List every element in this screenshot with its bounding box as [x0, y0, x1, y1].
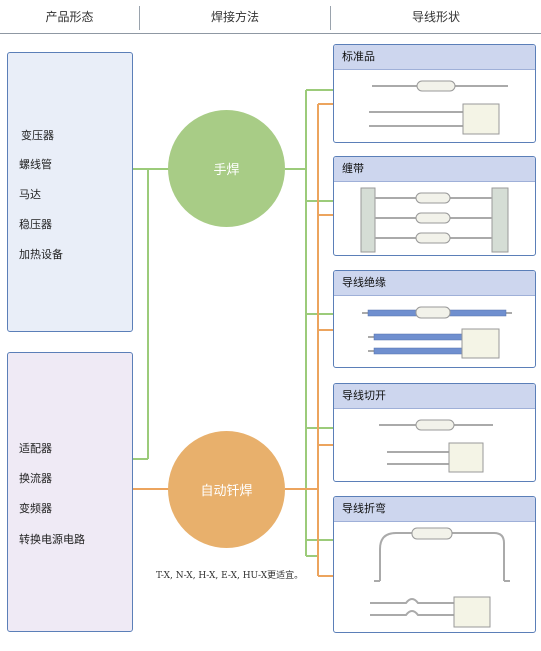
suitability-note: T-X, N-X, H-X, E-X, HU-X更适宜。 — [156, 571, 304, 581]
fuse-illustration — [379, 419, 493, 473]
product-group-box: 适配器 换流器 变频器 转换电源电路 — [7, 352, 133, 632]
fuse-illustration — [362, 306, 512, 359]
wire-shape-title: 导线切开 — [334, 384, 535, 409]
fuse-illustration — [369, 80, 508, 135]
auto-soldering-circle: 自动钎焊 — [168, 431, 285, 548]
header-wire-shape: 导线形状 — [411, 10, 460, 24]
product-item: 适配器 — [19, 442, 52, 455]
header-rule — [0, 33, 541, 34]
fuse-illustration — [360, 187, 509, 253]
header-divider — [330, 6, 331, 30]
product-item: 马达 — [19, 188, 41, 201]
product-item: 变频器 — [19, 502, 52, 515]
header-product-form: 产品形态 — [45, 10, 94, 24]
wire-shape-title: 标准品 — [334, 45, 535, 70]
product-item: 稳压器 — [19, 218, 52, 231]
product-item: 加热设备 — [19, 248, 63, 261]
fuse-illustration — [370, 527, 510, 628]
header-welding-method: 焊接方法 — [210, 10, 259, 24]
product-item: 转换电源电路 — [19, 533, 85, 546]
header-divider — [139, 6, 140, 30]
hand-soldering-circle: 手焊 — [168, 110, 285, 227]
wire-shape-box-bent: 导线折弯 — [333, 496, 536, 633]
product-item: 换流器 — [19, 472, 52, 485]
wire-shape-box-insulated: 导线绝缘 — [333, 270, 536, 368]
product-item: 变压器 — [21, 129, 54, 142]
wire-shape-box-standard: 标准品 — [333, 44, 536, 143]
wire-shape-box-cut: 导线切开 — [333, 383, 536, 482]
wire-shape-title: 导线绝缘 — [334, 271, 535, 296]
wire-shape-box-taped: 缠带 — [333, 156, 536, 256]
table-header: 产品形态 焊接方法 导线形状 — [0, 0, 541, 34]
product-group-box: 变压器 螺线管 马达 稳压器 加热设备 — [7, 52, 133, 332]
wire-shape-title: 导线折弯 — [334, 497, 535, 522]
auto-soldering-label: 自动钎焊 — [200, 484, 253, 499]
product-item: 螺线管 — [19, 158, 52, 171]
wire-shape-title: 缠带 — [334, 157, 535, 182]
hand-soldering-label: 手焊 — [213, 163, 240, 178]
